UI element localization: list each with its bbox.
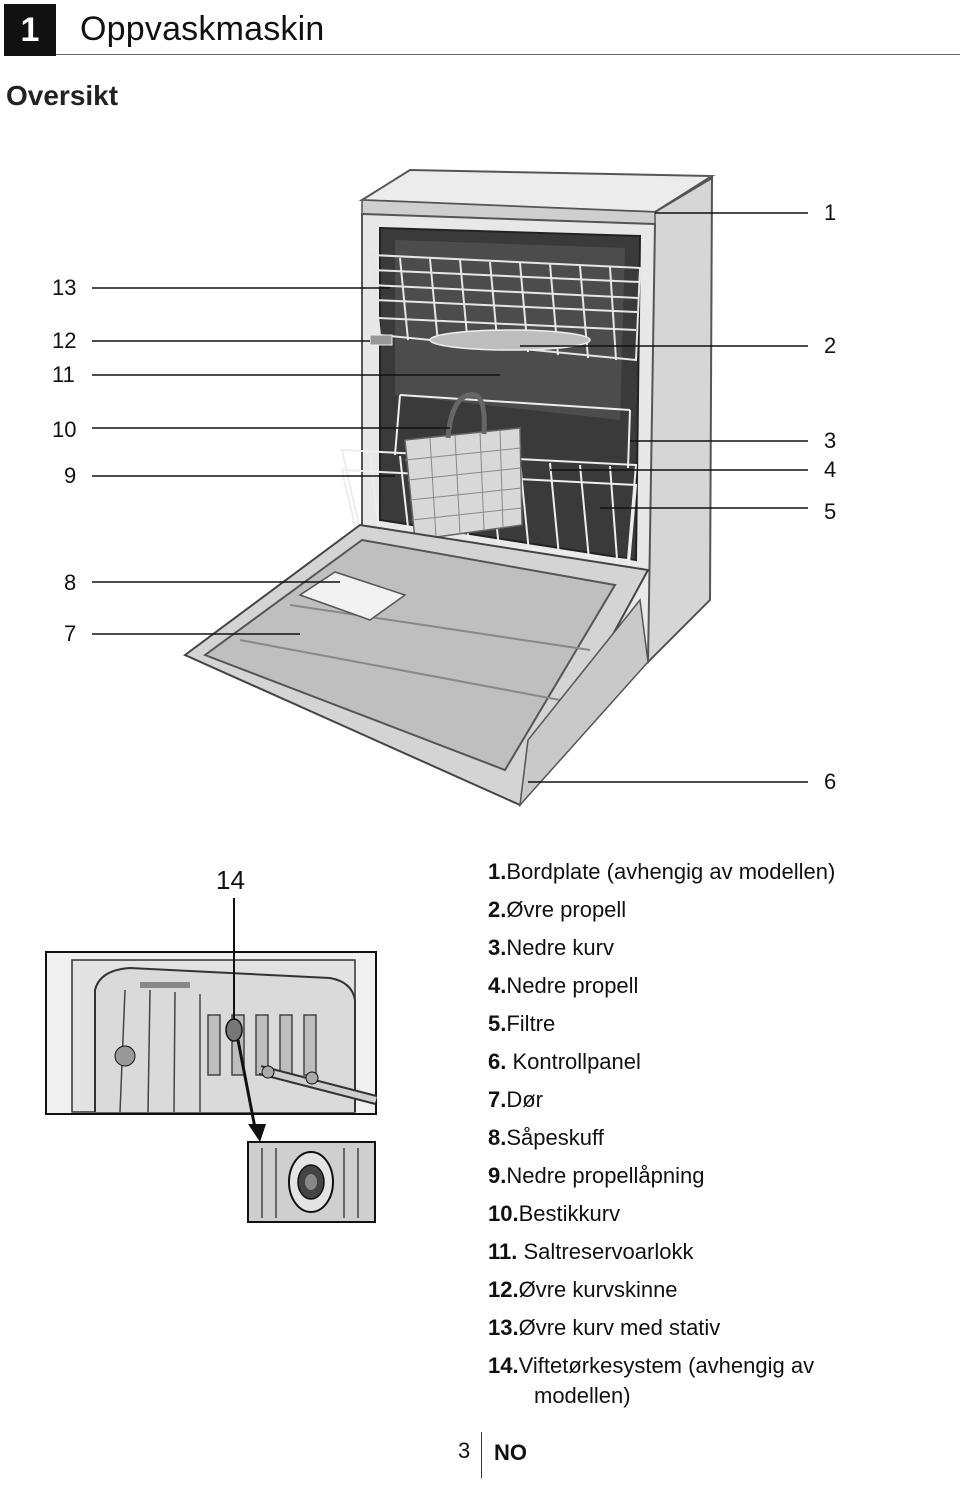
callout-14: 14 [216, 865, 245, 895]
legend-item: 5.Filtre [488, 1011, 556, 1036]
callout-5: 5 [824, 499, 837, 524]
legend-item: 6. Kontrollpanel [488, 1049, 641, 1074]
callout-1: 1 [824, 200, 837, 225]
callout-10: 10 [52, 417, 77, 442]
callout-7: 7 [64, 621, 77, 646]
callout-4: 4 [824, 457, 837, 482]
dishwasher-illustration [92, 168, 808, 808]
cutlery-basket [404, 392, 523, 541]
chapter-divider [56, 54, 960, 55]
footer-divider [481, 1432, 482, 1478]
legend-item: 1.Bordplate (avhengig av modellen) [488, 859, 836, 884]
legend-item: 4.Nedre propell [488, 973, 639, 998]
legend-item: 13.Øvre kurv med stativ [488, 1315, 721, 1340]
legend-item: 2.Øvre propell [488, 897, 627, 922]
page-number: 3 [458, 1438, 471, 1463]
detergent-dispenser [298, 571, 407, 621]
chapter-title: Oppvaskmaskin [80, 10, 325, 48]
section-title: Oversikt [6, 80, 119, 111]
callout-6: 6 [824, 769, 837, 794]
callout-11: 11 [52, 362, 75, 387]
legend-item: 3.Nedre kurv [488, 935, 614, 960]
legend-item: 11. Saltreservoarlokk [488, 1239, 694, 1264]
callout-8: 8 [64, 570, 77, 595]
callout-13: 13 [52, 275, 77, 300]
callout-3: 3 [824, 428, 837, 453]
callout-2: 2 [824, 333, 837, 358]
component-legend: 1.Bordplate (avhengig av modellen) 2.Øvr… [488, 853, 928, 1411]
callout-9: 9 [64, 463, 77, 488]
legend-item: 7.Dør [488, 1087, 544, 1112]
legend-item: 12.Øvre kurvskinne [488, 1277, 678, 1302]
chapter-number: 1 [4, 4, 56, 56]
callout-12: 12 [52, 328, 77, 353]
legend-item: 8.Såpeskuff [488, 1125, 604, 1150]
legend-item: 9.Nedre propellåpning [488, 1163, 705, 1188]
language-code: NO [494, 1440, 527, 1465]
legend-item: 10.Bestikkurv [488, 1201, 621, 1226]
